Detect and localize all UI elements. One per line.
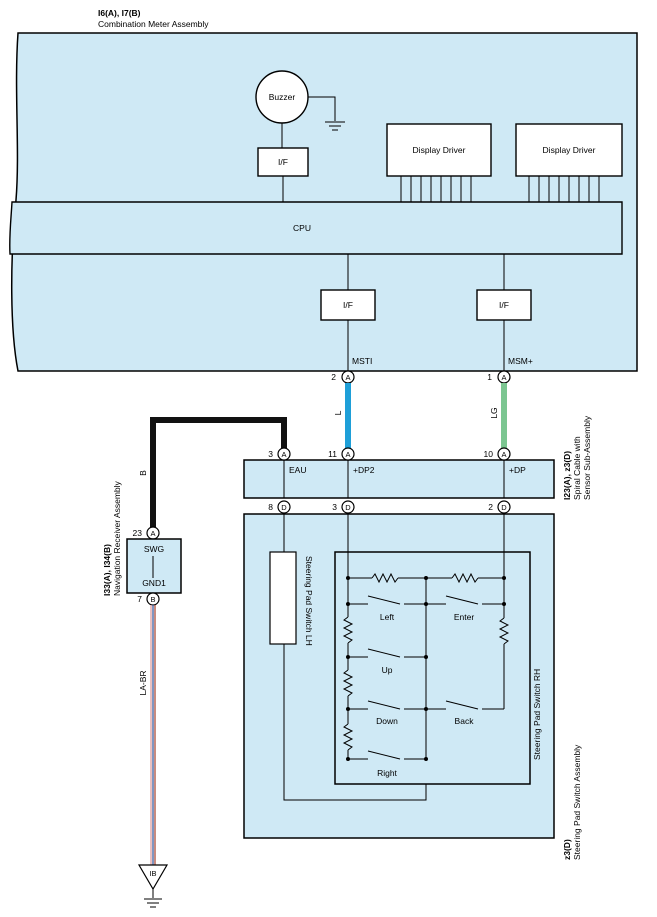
wire-b-black [150, 417, 287, 527]
meter-connector-a-left-letter: A [345, 373, 350, 382]
wire-la-br [150, 605, 156, 865]
ground-ib-label: IB [149, 869, 156, 878]
display-driver-2-pins [528, 176, 600, 202]
if-right-box [476, 289, 532, 321]
spiral-pin-3-top: 3 [268, 449, 273, 459]
display-driver-2-box [515, 123, 623, 177]
spiral-name-line2: Sensor Sub-Assembly [582, 415, 592, 500]
steering-pad-connector-id: z3(D) [562, 839, 572, 860]
spiral-pin-8-bottom: 8 [268, 502, 273, 512]
buzzer-label: Buzzer [269, 92, 296, 102]
spiral-pin-3-bottom: 3 [332, 502, 337, 512]
wire-lg-label: LG [489, 407, 499, 418]
spiral-conn-d-left-letter: D [281, 503, 287, 512]
switch-up-label: Up [382, 665, 393, 675]
spiral-name-line1: Spiral Cable with [572, 436, 582, 500]
cpu-box [9, 201, 623, 255]
switch-back-label: Back [455, 716, 475, 726]
switch-right-label: Right [377, 768, 397, 778]
spiral-conn-a-dp-letter: A [501, 450, 506, 459]
if-right-label: I/F [499, 300, 509, 310]
switch-enter-label: Enter [454, 612, 474, 622]
steering-pad-switch-rh-label: Steering Pad Switch RH [532, 669, 542, 760]
nav-label-gnd1: GND1 [142, 578, 166, 588]
nav-connector-ids: I33(A), I34(B) [102, 544, 112, 596]
nav-label-swg: SWG [144, 544, 164, 554]
terminal-msti-label: MSTI [352, 356, 372, 366]
spiral-label-eau: EAU [289, 465, 306, 475]
buzzer-ground-wire [308, 96, 336, 121]
nav-pin-23: 23 [133, 528, 143, 538]
rh-junction-dots [346, 576, 506, 761]
nav-name: Navigation Receiver Assembly [112, 480, 122, 596]
buzzer-if-label: I/F [278, 157, 288, 167]
steering-pad-switch-lh-box [269, 551, 297, 645]
spiral-pin-2-bottom: 2 [488, 502, 493, 512]
display-driver-1-box [386, 123, 492, 177]
spiral-conn-a-eau-letter: A [281, 450, 286, 459]
spiral-label-dp2: +DP2 [353, 465, 375, 475]
meter-pin-2: 2 [331, 372, 336, 382]
buzzer-if-box [257, 147, 309, 177]
steering-pad-switch-lh-label: Steering Pad Switch LH [304, 556, 314, 646]
display-driver-2-label: Display Driver [543, 145, 596, 155]
spiral-conn-a-dp2-letter: A [345, 450, 350, 459]
nav-pin-7: 7 [137, 594, 142, 604]
buzzer-ground-icon [325, 121, 345, 131]
nav-conn-a-letter: A [150, 529, 155, 538]
cpu-label: CPU [293, 223, 311, 233]
steering-pad-assembly-name: Steering Pad Switch Assembly [572, 744, 582, 860]
meter-connector-ids: I6(A), I7(B) [98, 8, 141, 18]
ground-ib-triangle [137, 864, 169, 891]
wire-b-label: B [138, 470, 148, 476]
switch-left-label: Left [380, 612, 395, 622]
spiral-pin-10-top: 10 [484, 449, 494, 459]
spiral-conn-d-mid-letter: D [345, 503, 351, 512]
spiral-cable-box [243, 459, 555, 499]
nav-conn-b-letter: B [150, 595, 155, 604]
spiral-connector-ids: I23(A), z3(D) [562, 451, 572, 500]
switch-down-label: Down [376, 716, 398, 726]
display-driver-1-label: Display Driver [413, 145, 466, 155]
wire-l-label: L [333, 410, 343, 415]
meter-connector-a-right-letter: A [501, 373, 506, 382]
meter-pin-1: 1 [487, 372, 492, 382]
if-left-label: I/F [343, 300, 353, 310]
spiral-label-dp: +DP [509, 465, 526, 475]
wire-la-br-label: LA-BR [138, 670, 148, 695]
terminal-msm-label: MSM+ [508, 356, 533, 366]
ground-ib-icon [144, 898, 162, 908]
steering-pad-switch-rh-box [334, 551, 531, 785]
spiral-pin-11-top: 11 [328, 449, 337, 459]
spiral-conn-d-right-letter: D [501, 503, 507, 512]
display-driver-1-pins [400, 176, 472, 202]
rh-internal-circuit [342, 513, 510, 760]
meter-name: Combination Meter Assembly [98, 19, 209, 29]
